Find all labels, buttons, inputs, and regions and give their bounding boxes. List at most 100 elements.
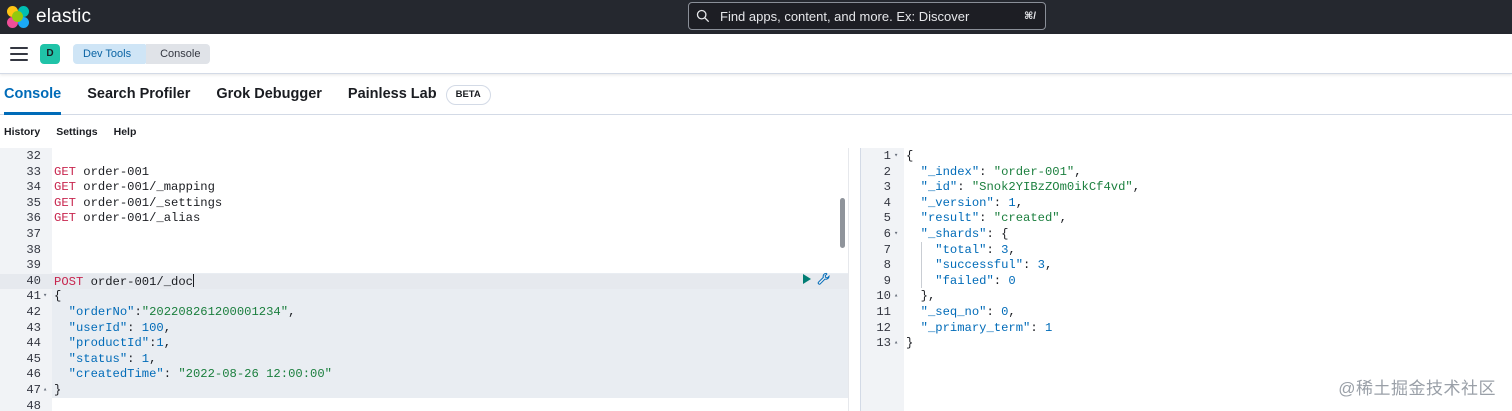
response-line-number: 2: [883, 164, 891, 179]
text-cursor: [192, 273, 194, 287]
json-value: "created": [993, 211, 1060, 226]
request-path: order-001/_alias: [75, 211, 201, 226]
json-separator: :: [163, 367, 179, 382]
http-method: GET: [54, 195, 76, 210]
request-line: 47▴}: [0, 383, 848, 399]
request-line: 46 "createdTime": "2022-08-26 12:00:00": [0, 367, 848, 383]
request-path: order-001: [75, 164, 150, 179]
request-line: 48: [0, 399, 848, 411]
json-value: "202208261200001234": [141, 305, 289, 319]
json-separator: :: [1030, 320, 1045, 335]
response-line: 13▴}: [861, 336, 1512, 352]
request-line: 38: [0, 243, 848, 259]
hamburger-menu-icon[interactable]: [10, 46, 28, 61]
watermark: @稀土掘金技术社区: [1338, 379, 1496, 398]
response-code: "successful": 3,: [906, 258, 1052, 274]
json-punctuation: ,: [163, 320, 172, 335]
request-line: 43 "userId": 100,: [0, 321, 848, 337]
response-code: {: [906, 149, 913, 165]
request-line: 39: [0, 258, 848, 274]
request-code: }: [54, 383, 61, 399]
json-key: "_index": [906, 164, 980, 179]
response-code: "_primary_term": 1: [906, 320, 1053, 337]
help-link[interactable]: Help: [113, 126, 137, 138]
json-punctuation: ,: [163, 336, 172, 351]
json-key: "status": [54, 351, 128, 366]
history-link[interactable]: History: [4, 126, 41, 138]
response-line: 5 "result": "created",: [861, 211, 1512, 227]
response-code: "_id": "Snok2YIBzZOm0ikCf4vd",: [906, 180, 1140, 196]
response-line: 3 "_id": "Snok2YIBzZOm0ikCf4vd",: [861, 180, 1512, 196]
json-key: "createdTime": [54, 367, 164, 382]
json-value: 3: [1037, 258, 1045, 273]
http-method: POST: [54, 274, 84, 289]
space-avatar[interactable]: D: [40, 43, 60, 64]
json-punctuation: ,: [1008, 242, 1016, 257]
json-punctuation: ,: [1132, 180, 1141, 195]
active-request-highlight: [0, 272, 848, 398]
json-separator: :: [986, 227, 1002, 241]
tab-console[interactable]: Console: [4, 74, 62, 115]
search-placeholder: Find apps, content, and more. Ex: Discov…: [720, 8, 970, 24]
tab-grok-debugger[interactable]: Grok Debugger: [216, 86, 322, 102]
json-key: "_primary_term": [906, 320, 1031, 335]
breadcrumb-console: Console: [146, 43, 211, 64]
request-path: order-001/_settings: [75, 195, 223, 210]
request-line-number: 48: [26, 398, 41, 411]
response-line: 2 "_index": "order-001",: [861, 165, 1512, 181]
response-code: "_shards": {: [906, 227, 1009, 243]
search-icon: [696, 9, 710, 23]
request-line-number: 36: [26, 211, 41, 226]
breadcrumb-dev-tools[interactable]: Dev Tools: [73, 43, 155, 64]
json-key: "orderNo": [54, 305, 135, 319]
request-line: 37: [0, 227, 848, 243]
response-line: 8 "successful": 3,: [861, 258, 1512, 274]
json-value: "order-001": [993, 164, 1075, 179]
send-request-play-icon[interactable]: [803, 274, 811, 284]
response-line: 12 "_primary_term": 1: [861, 321, 1512, 337]
request-code: "userId": 100,: [54, 321, 171, 337]
request-line: 33 GET order-001: [0, 165, 848, 181]
json-separator: :: [127, 351, 142, 366]
elastic-home-link[interactable]: elastic: [7, 6, 91, 28]
json-separator: :: [134, 305, 142, 319]
json-value: 0: [1001, 305, 1009, 319]
code-text: }: [54, 383, 62, 397]
request-line: 32: [0, 149, 848, 165]
json-separator: :: [986, 305, 1002, 319]
request-line-number: 37: [26, 227, 41, 241]
json-punctuation: ,: [288, 305, 296, 319]
request-code: "status": 1,: [54, 351, 157, 368]
request-line-number: 32: [26, 149, 41, 163]
request-line: 44 "productId":1,: [0, 336, 848, 352]
response-line-number: 8: [883, 258, 891, 273]
response-line: 4 "_version": 1,: [861, 196, 1512, 212]
global-search-input[interactable]: Find apps, content, and more. Ex: Discov…: [688, 2, 1046, 30]
console-menu: History Settings Help: [0, 116, 148, 148]
tab-search-profiler[interactable]: Search Profiler: [87, 86, 191, 102]
request-line-number: 46: [26, 367, 41, 382]
request-code: GET order-001: [54, 165, 149, 181]
tab-painless-lab[interactable]: Painless Lab BETA: [348, 74, 491, 114]
breadcrumb: Dev Tools Console: [73, 43, 211, 64]
response-line-number: 4: [883, 195, 891, 210]
json-value: 0: [1008, 273, 1016, 288]
json-key: "userId": [54, 320, 128, 335]
json-separator: :: [149, 336, 157, 351]
request-line-number: 33: [26, 164, 41, 179]
http-method: GET: [54, 180, 76, 195]
json-punctuation: ,: [1015, 195, 1024, 210]
request-code: "orderNo":"202208261200001234",: [54, 305, 296, 321]
request-code: "productId":1,: [54, 336, 171, 352]
settings-link[interactable]: Settings: [56, 126, 98, 138]
response-code: "total": 3,: [906, 243, 1016, 259]
request-line: 41▾{: [0, 289, 848, 305]
wrench-icon[interactable]: [817, 272, 831, 286]
json-value: 100: [141, 320, 164, 335]
http-method: GET: [54, 164, 76, 179]
response-code: },: [906, 289, 936, 305]
json-key: "_id": [906, 180, 958, 195]
editor-scrollbar[interactable]: [840, 198, 845, 248]
